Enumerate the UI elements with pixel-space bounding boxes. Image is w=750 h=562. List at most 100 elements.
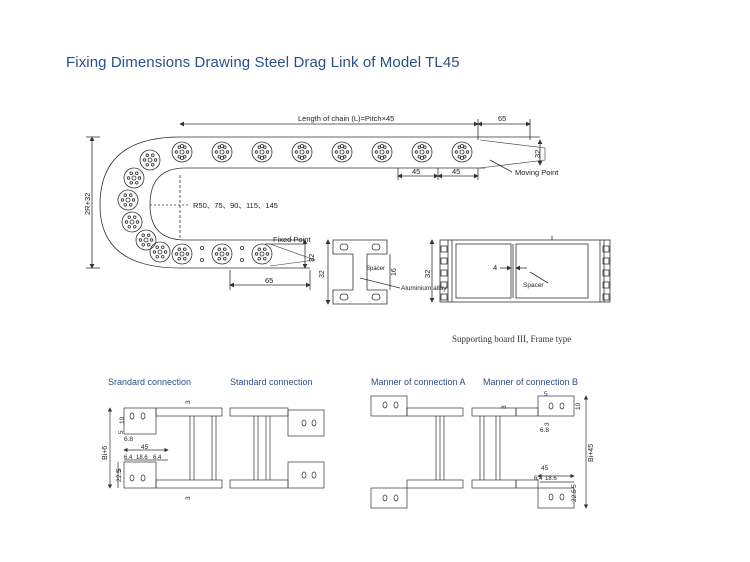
manner-b-label: Manner of connection B [483, 377, 578, 387]
std1-dim-3a: 3 [185, 400, 192, 404]
chain-rivet [379, 143, 384, 148]
chain-link-hole [135, 171, 139, 175]
chain-link-hole [265, 252, 270, 256]
chain-link-circle [135, 229, 157, 251]
frame-tooth [440, 269, 448, 277]
mb-dim-45: 45 [541, 465, 549, 472]
chain-link-hole [133, 225, 137, 229]
frame-tooth [440, 245, 448, 253]
chain-link-hole [374, 150, 379, 154]
profile-dim-32: 32 [319, 270, 326, 278]
mb-dim-64: 6.4 [534, 476, 543, 482]
chain-rivet [419, 155, 424, 160]
mb-bi45: Bi+45 [588, 444, 595, 462]
standard-connection-2-label: Standard connection [230, 377, 313, 387]
chain-link-hole [263, 257, 267, 261]
std1-dim-45: 45 [141, 444, 149, 451]
chain-link-hole [161, 245, 165, 249]
radius-label: R50、75、90、115、145 [193, 201, 278, 210]
chain-rivet [299, 143, 304, 148]
chain-rivet [459, 143, 464, 148]
chain-rivet [199, 257, 204, 262]
chain-link-hole [294, 150, 299, 154]
chain-link-hole [217, 247, 221, 251]
std1-dim-10: 10 [119, 416, 126, 424]
chain-link-pin [179, 149, 185, 155]
std1-dim-3b: 3 [185, 496, 192, 500]
frame-spacer-label: Spacer [523, 282, 544, 289]
chain-link-hole [257, 257, 261, 261]
std1-dim-68: 6.8 [124, 436, 133, 443]
chain-rivet [219, 143, 224, 148]
chain-link-hole [151, 163, 155, 167]
mb-dim-186: 18.6 [545, 476, 557, 482]
std1-bi6: Bi+6 [102, 446, 109, 460]
std1-dim-225: 22.5 [116, 469, 123, 482]
chain-rivet [179, 143, 184, 148]
chain-link-pin [459, 149, 465, 155]
chain-link-hole [137, 176, 142, 180]
chain-link-pin [379, 149, 385, 155]
frame-tooth [440, 281, 448, 289]
fixed-point-label: Fixed Point [273, 235, 311, 244]
chain-link-pin [259, 149, 265, 155]
chain-rivet [419, 143, 424, 148]
chain-link-hole [145, 153, 149, 157]
link-profile-drawing [325, 239, 401, 305]
chain-link-hole [147, 243, 151, 247]
standard-connection-1-label: Srandard connection [108, 377, 191, 387]
chain-link-hole [214, 252, 219, 256]
page-title: Fixing Dimensions Drawing Steel Drag Lin… [66, 54, 460, 71]
chain-link-hole [120, 198, 125, 202]
mb-dim-68: 6.8 [540, 427, 549, 434]
chain-link-pin [147, 157, 153, 163]
frame-caption: Supporting board III, Frame type [452, 334, 571, 344]
frame-tooth [602, 257, 610, 265]
chain-link-pin [259, 251, 265, 257]
chain-link-hole [129, 171, 133, 175]
chain-link-hole [425, 150, 430, 154]
chain-link-hole [161, 255, 165, 259]
mb-dim-10: 10 [575, 402, 582, 410]
chain-rivet [259, 155, 264, 160]
chain-link-hole [147, 233, 151, 237]
mb-dim-3b: 3 [544, 422, 551, 426]
mb-dim-5b: 5 [571, 484, 578, 488]
frame-tooth [602, 293, 610, 301]
dim-32-fixed: 32 [307, 254, 316, 262]
chain-link-hole [131, 198, 136, 202]
chain-link-pin [129, 219, 135, 225]
chain-link-hole [126, 176, 131, 180]
chain-link-pin [143, 237, 149, 243]
chain-link-circle [251, 243, 273, 265]
chain-link-hole [254, 252, 259, 256]
chain-link-hole [414, 150, 419, 154]
chain-link-hole [223, 257, 227, 261]
std1-dim-64b: 6.4 [153, 455, 162, 461]
frame-tooth [602, 269, 610, 277]
profile-spacer-label: Spacer [366, 266, 385, 272]
chain-link-hole [454, 150, 459, 154]
chain-link-circle [251, 141, 273, 163]
chain-link-hole [345, 150, 350, 154]
chain-link-hole [257, 247, 261, 251]
chain-link-hole [465, 150, 470, 154]
chain-link-hole [124, 220, 129, 224]
chain-link-circle [451, 141, 473, 163]
manner-a-label: Manner of connection A [371, 377, 466, 387]
chain-link-hole [217, 257, 221, 261]
std1-dim-64a: 6.4 [124, 455, 133, 461]
chain-link-circle [121, 211, 143, 233]
frame-tooth [440, 257, 448, 265]
mb-dim-3: 3 [501, 405, 508, 409]
frame-view-drawing [429, 236, 611, 303]
chain-link-circle [371, 141, 393, 163]
frame-dim-4: 4 [493, 263, 497, 272]
chain-link-hole [141, 233, 145, 237]
main-chain-drawing [86, 119, 546, 290]
moving-point-label: Moving Point [515, 168, 559, 177]
mb-dim-225: 22.5 [571, 489, 578, 502]
bend-chain-links [117, 149, 273, 265]
chain-link-pin [125, 197, 131, 203]
std1-dim-5: 5 [118, 430, 125, 434]
